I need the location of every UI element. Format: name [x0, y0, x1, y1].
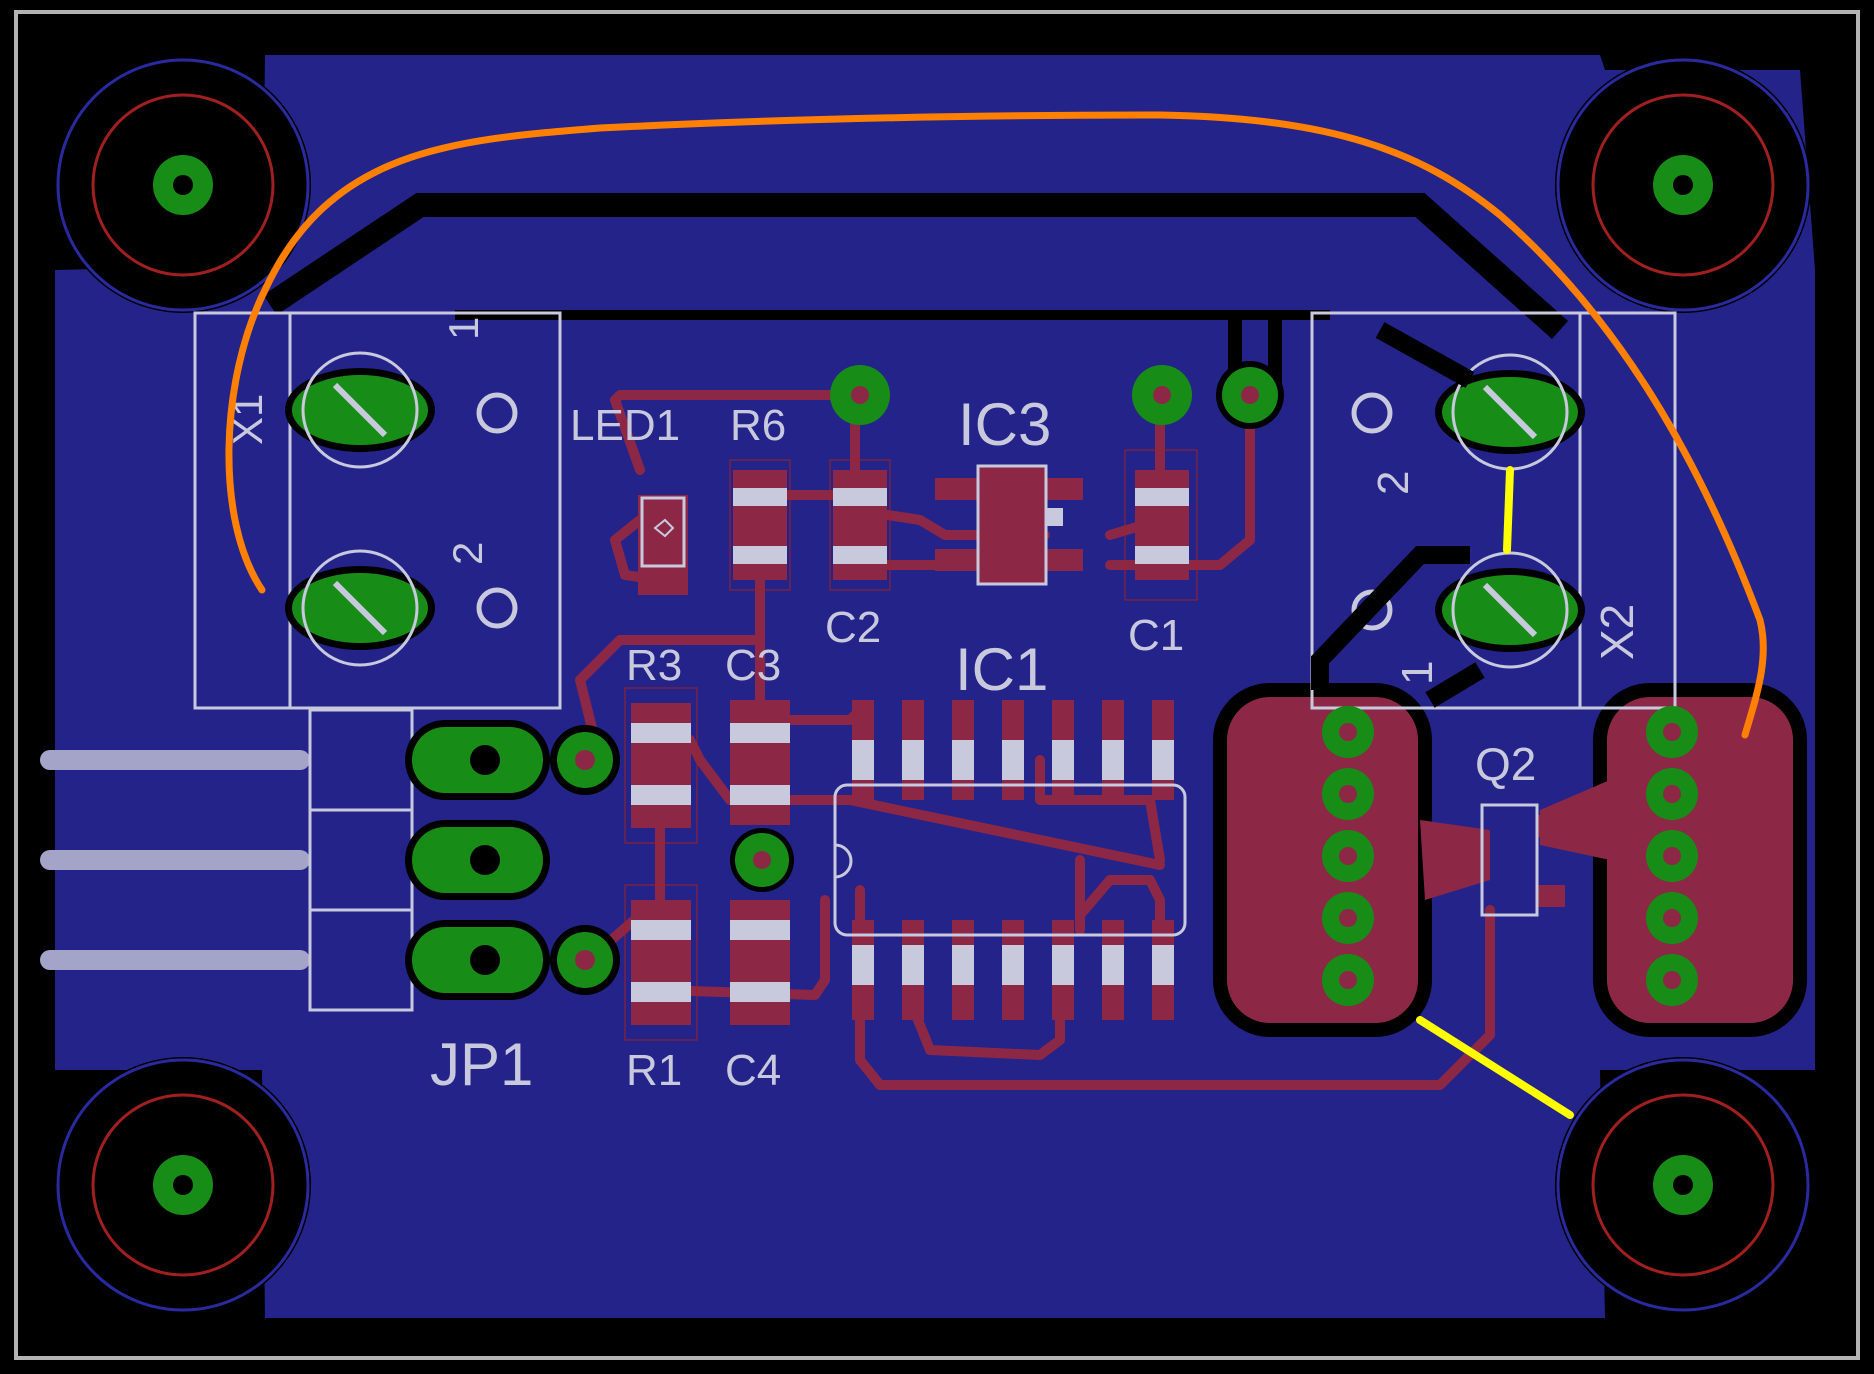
board-outline — [14, 10, 1860, 1360]
annotation-yellow-line-top — [1503, 466, 1514, 554]
label-x2-pin2: 2 — [1369, 471, 1418, 495]
copper-pour — [55, 55, 1815, 1318]
label-c4: C4 — [725, 1046, 781, 1095]
label-jp1: JP1 — [430, 1031, 533, 1098]
ic3 — [935, 464, 1083, 586]
label-c3: C3 — [725, 641, 781, 690]
transistor-q2 — [1460, 803, 1565, 917]
q2-copper-link — [1420, 820, 1490, 900]
label-ic1: IC1 — [955, 636, 1048, 703]
isolation-loop — [263, 193, 1568, 339]
copper-pad-right-block — [1593, 683, 1807, 1037]
label-c1: C1 — [1128, 611, 1184, 660]
label-r3: R3 — [626, 641, 682, 690]
resistor-r1 — [624, 884, 698, 1041]
label-x1-pin1: 1 — [440, 317, 487, 340]
label-x2: X2 — [1591, 604, 1643, 660]
capacitor-c3 — [730, 700, 790, 825]
mounting-hole-top-right — [1555, 57, 1811, 313]
label-q2: Q2 — [1475, 738, 1536, 790]
resistor-r6 — [729, 459, 791, 591]
capacitor-c1 — [1124, 449, 1198, 601]
capacitor-c2 — [829, 459, 891, 591]
ic1 — [833, 700, 1187, 1020]
label-c2: C2 — [825, 603, 881, 652]
label-x1-pin2: 2 — [444, 542, 491, 565]
pad-column-left — [1322, 706, 1374, 1006]
mounting-hole-bottom-right — [1555, 1057, 1811, 1313]
annotation-orange-arc — [225, 111, 1767, 739]
label-led1: LED1 — [570, 401, 680, 450]
terminal-x1 — [193, 311, 562, 710]
label-ic3: IC3 — [958, 391, 1051, 458]
annotation-yellow-line-bottom — [1416, 1016, 1574, 1119]
mounting-hole-bottom-left — [55, 1057, 311, 1313]
mounting-hole-top-left — [55, 57, 311, 313]
led1 — [638, 495, 688, 595]
resistor-r3 — [624, 687, 698, 844]
label-r6: R6 — [730, 401, 786, 450]
pad-column-right — [1646, 706, 1698, 1006]
header-jp1 — [40, 708, 620, 1012]
label-x2-pin1: 1 — [1393, 661, 1442, 685]
terminal-x2 — [1310, 311, 1677, 710]
q2-copper-link-right — [1540, 780, 1610, 860]
capacitor-c4 — [730, 900, 790, 1025]
label-r1: R1 — [626, 1046, 682, 1095]
